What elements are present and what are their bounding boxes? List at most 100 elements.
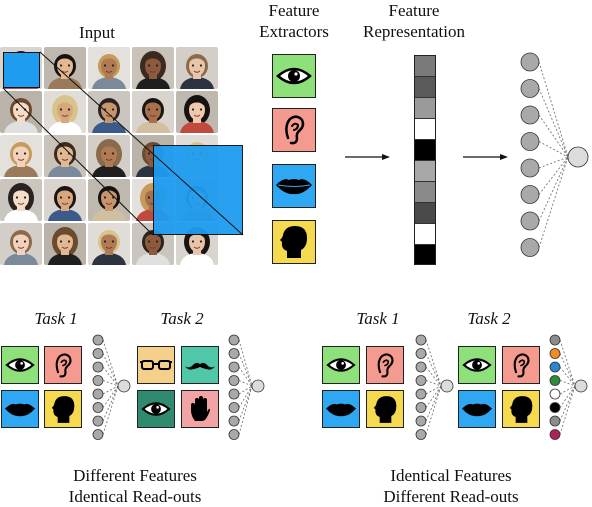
eye-icon [276,67,312,85]
right-t1-readout-connection [425,385,442,435]
face-thumbnail [132,47,174,89]
face-thumbnail [176,91,218,133]
feature-extractors-label: Feature Extractors [252,0,336,42]
mouth-icon [462,403,492,416]
readout-network-connection [538,114,569,158]
face-thumbnail [88,223,130,265]
representation-unit [415,119,435,140]
right-t1-readout-connection [425,353,442,387]
ear-icon [377,352,394,377]
right-t2-readout-node [549,415,561,427]
face-thumbnail [0,179,42,221]
left-t2-readout-connection [238,353,253,387]
left-caption-line2: Identical Read-outs [68,487,202,506]
right-t2-eye-tile [458,346,496,384]
right-t1-readout-connection [425,385,442,395]
right-t1-readout-connection [425,366,442,387]
head-extractor [272,220,316,264]
right-t2-readout-connection [559,385,576,435]
feature-representation-label: Feature Representation [352,0,476,42]
right-task2-label: Task 2 [467,309,511,328]
left-t1-readout-connection [102,353,119,387]
right-t1-ear-tile [366,346,404,384]
face-thumbnail [44,135,86,177]
left-t2-readout-node [228,402,240,413]
representation-unit [415,56,435,77]
feature-extractors-label-line2: Extractors [259,22,329,41]
face-thumbnail [44,91,86,133]
readout-network-connection [538,156,569,195]
left-t2-hand-tile [181,390,219,428]
left-t2-readout-connection [238,385,253,408]
readout-network-node [520,185,540,204]
left-t2-readout-node [228,334,240,346]
right-t2-readout-connection [559,385,576,395]
ear-icon [285,115,305,145]
face-thumbnail [0,91,42,133]
face-thumbnail [88,91,130,133]
left-t2-readout-node [228,429,240,440]
right-t2-readout-output-node [574,379,588,393]
right-t1-readout-node [415,361,427,373]
eye-icon [5,358,35,372]
left-task1-label: Task 1 [34,309,78,328]
face-thumbnail [44,223,86,265]
left-t1-readout-node [92,334,104,346]
mouth-icon [276,179,312,195]
readout-network-node [520,105,540,125]
small-receptive-field [3,52,40,88]
face-thumbnail [88,135,130,177]
head-icon [280,226,307,258]
ear-icon [513,352,530,377]
face-thumbnail [44,179,86,221]
representation-unit [415,224,435,245]
readout-network-output-node [567,146,589,168]
right-t1-readout-connection [425,385,442,408]
left-task2-label: Task 2 [160,309,204,328]
readout-network-connection [538,141,569,158]
representation-unit [415,140,435,161]
right-t2-ear-tile [502,346,540,384]
left-caption-line1: Different Features [73,466,197,485]
right-t1-readout-node [415,334,427,346]
readout-network-connection [538,61,569,158]
eye-icon [326,358,356,372]
right-t2-readout-connection [559,353,576,387]
readout-network-connection [538,156,569,248]
right-t1-mouth-tile [322,390,360,428]
right-t2-readout-connection [559,339,576,387]
feature-representation-vector [414,55,436,265]
right-t1-readout-node [415,402,427,413]
left-t1-readout-node [92,361,104,373]
ear-icon [55,352,72,377]
representation-unit [415,98,435,119]
right-t1-readout-connection [425,339,442,387]
right-t1-readout-node [415,415,427,427]
right-t1-eye-tile [322,346,360,384]
left-t2-dark-eye-tile [137,390,175,428]
left-caption: Different Features Identical Read-outs [40,465,230,507]
right-t2-readout-connection [559,366,576,387]
left-t1-head-tile [44,390,82,428]
left-t1-readout-node [92,429,104,440]
representation-unit [415,161,435,182]
readout-network-connection [538,88,569,158]
right-t1-readout-node [415,375,427,386]
left-t1-readout-connection [102,339,119,387]
right-t2-readout-connection [559,385,576,408]
right-t1-readout-connection [425,380,442,387]
left-t1-readout-node [92,415,104,427]
head-icon [509,395,532,423]
right-t1-head-tile [366,390,404,428]
left-t2-readout-node [228,415,240,427]
face-thumbnail [132,223,174,265]
left-t1-readout-connection [102,380,119,387]
right-caption-line1: Identical Features [390,466,512,485]
readout-network-node [520,52,540,72]
right-t2-readout-node [549,402,561,413]
left-t1-readout-connection [102,366,119,387]
right-t2-head-tile [502,390,540,428]
left-t1-readout-node [92,388,104,400]
readout-network-node [520,238,540,257]
right-t2-mouth-tile [458,390,496,428]
